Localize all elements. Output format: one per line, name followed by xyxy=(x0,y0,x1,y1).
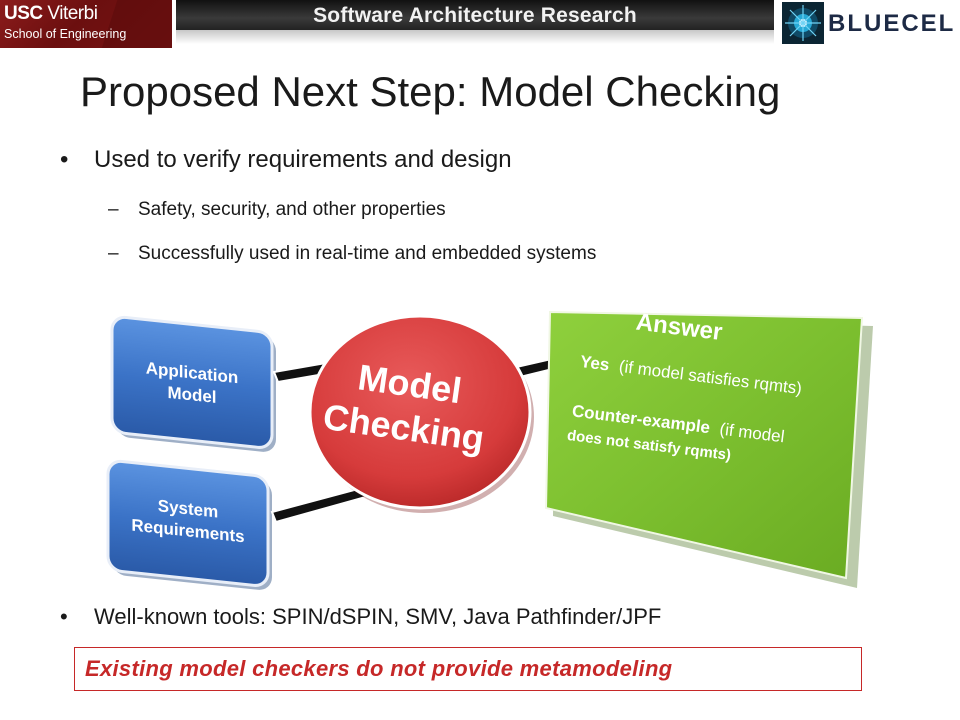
bullet-2-text: Well-known tools: SPIN/dSPIN, SMV, Java … xyxy=(94,604,662,629)
bluecell-cell-icon xyxy=(782,2,824,44)
callout-box: Existing model checkers do not provide m… xyxy=(74,647,862,691)
svg-text:BLUECELL: BLUECELL xyxy=(828,10,956,36)
bluecell-logo: BLUECELL xyxy=(778,0,960,48)
usc-viterbi-logo: USC Viterbi School of Engineering xyxy=(0,0,172,48)
bullet-1: • Used to verify requirements and design xyxy=(60,146,512,174)
logo-school-text: School of Engineering xyxy=(4,27,127,41)
model-checking-ellipse: Model Checking xyxy=(308,314,534,513)
sub-bullet-1: –Safety, security, and other properties xyxy=(108,199,446,221)
logo-viterbi-text: Viterbi xyxy=(47,3,98,24)
logo-usc-text: USC xyxy=(4,3,43,24)
application-model-box: Application Model xyxy=(110,315,276,452)
callout-text: Existing model checkers do not provide m… xyxy=(85,656,673,681)
banner-title: Software Architecture Research xyxy=(313,4,637,27)
bullet-1-text: Used to verify requirements and design xyxy=(94,146,512,173)
sub-bullet-2-text: Successfully used in real-time and embed… xyxy=(138,243,597,264)
slide-title: Proposed Next Step: Model Checking xyxy=(80,68,781,115)
dash-symbol: – xyxy=(108,199,119,220)
banner: Software Architecture Research xyxy=(176,0,774,30)
bullet-symbol: • xyxy=(60,604,68,629)
sub-bullet-1-text: Safety, security, and other properties xyxy=(138,199,446,220)
dash-symbol: – xyxy=(108,243,119,264)
system-requirements-box: System Requirements xyxy=(106,459,272,590)
answer-yes-bold: Yes xyxy=(579,352,610,374)
bullet-symbol: • xyxy=(60,146,69,173)
sub-bullet-2: –Successfully used in real-time and embe… xyxy=(108,243,596,265)
bullet-2: • Well-known tools: SPIN/dSPIN, SMV, Java… xyxy=(60,604,661,630)
slide-header: USC Viterbi School of Engineering Softwa… xyxy=(0,0,960,48)
answer-panel: Answer Yes (if model satisfies rqmts) Co… xyxy=(544,309,873,588)
bluecell-wordmark: BLUECELL xyxy=(828,10,960,43)
